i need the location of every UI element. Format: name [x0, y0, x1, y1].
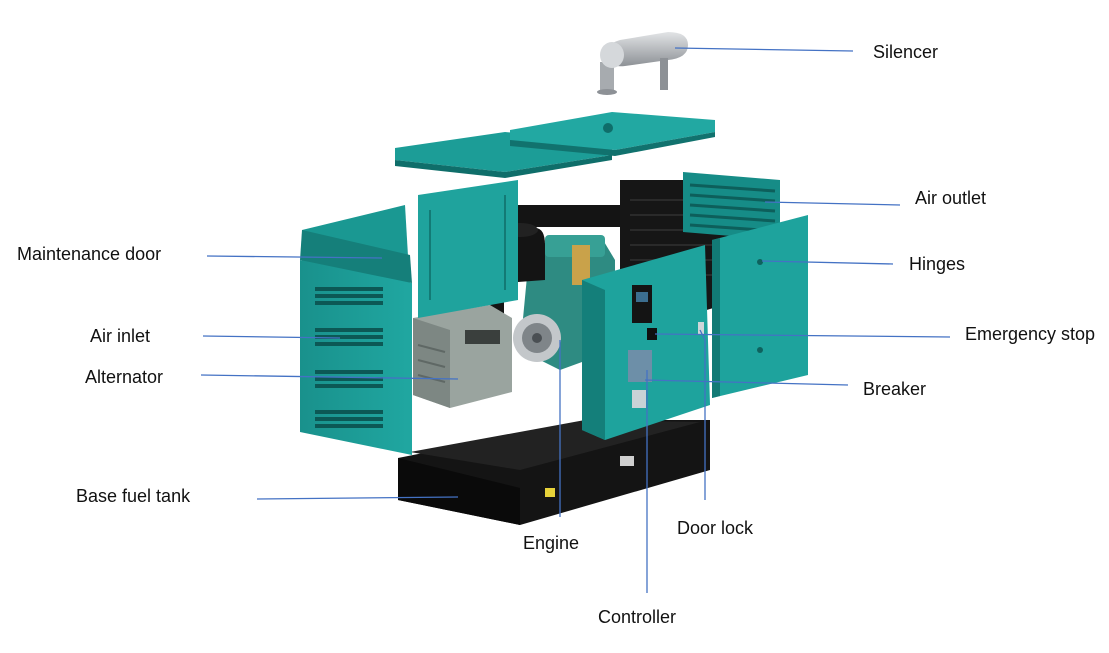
- label-maintenance-door: Maintenance door: [17, 244, 162, 264]
- alternator-part: [413, 305, 512, 408]
- label-controller: Controller: [598, 607, 677, 627]
- label-silencer: Silencer: [873, 42, 939, 62]
- label-breaker: Breaker: [863, 379, 927, 399]
- air-inlet-leader-line: [202, 335, 341, 339]
- door-lock-leader-line: [699, 329, 706, 500]
- air-outlet-leader-line: [764, 201, 901, 206]
- silencer-leader-line: [674, 47, 854, 52]
- label-alternator: Alternator: [85, 367, 164, 387]
- leader-lines: [200, 47, 951, 593]
- control-panel-part: [582, 245, 710, 440]
- label-engine: Engine: [523, 533, 580, 553]
- emergency-stop-leader-line: [654, 333, 951, 338]
- hinged-door-part: [712, 215, 808, 398]
- silencer-part: [597, 32, 688, 95]
- air-outlet-part: [683, 172, 780, 240]
- base-fuel-tank-leader-line: [256, 496, 459, 500]
- maintenance-door-leader-line: [206, 255, 383, 259]
- breaker-leader-line: [644, 379, 849, 386]
- door-lock-handle: [698, 322, 704, 334]
- hinges-leader-line: [761, 260, 894, 265]
- label-hinges: Hinges: [909, 254, 966, 274]
- roof-panels: [395, 112, 715, 178]
- alternator-leader-line: [200, 374, 459, 380]
- controller-screen: [632, 285, 652, 323]
- breaker-panel: [628, 350, 652, 382]
- label-emergency-stop: Emergency stop: [965, 324, 1096, 344]
- air-inlet-panel: [300, 230, 412, 455]
- label-base-fuel-tank: Base fuel tank: [76, 486, 191, 506]
- base-fuel-tank-part: [398, 420, 710, 525]
- label-air-inlet: Air inlet: [90, 326, 151, 346]
- label-air-outlet: Air outlet: [915, 188, 987, 208]
- label-door-lock: Door lock: [677, 518, 754, 538]
- emergency-stop-button: [647, 328, 657, 340]
